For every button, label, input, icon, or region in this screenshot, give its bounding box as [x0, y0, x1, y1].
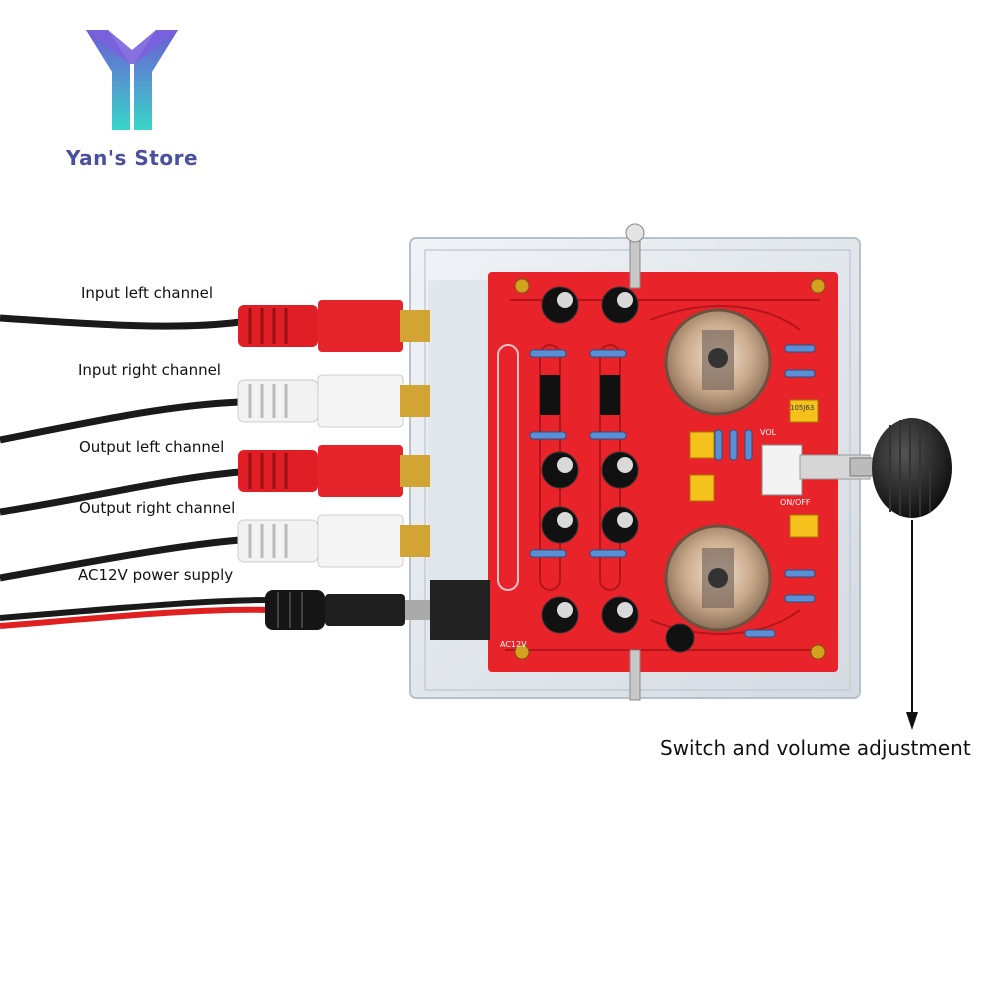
capacitors: [540, 286, 695, 653]
rca-plug-output-right: [237, 514, 430, 568]
volume-potentiometer: [761, 444, 803, 496]
on-off-marking: ON/OFF: [780, 498, 811, 507]
capacitor-code: 105J63: [790, 404, 815, 412]
rca-plug-output-left: [238, 445, 430, 497]
vol-marking: VOL: [760, 428, 777, 437]
label-input-right-channel: Input right channel: [78, 361, 221, 379]
rca-plug-input-right: [237, 374, 430, 428]
label-output-left-channel: Output left channel: [79, 438, 225, 456]
rca-plug-input-left: [238, 300, 430, 352]
vacuum-tube-top: [664, 308, 772, 416]
label-input-left-channel: Input left channel: [81, 284, 214, 302]
dc-power-plug: [265, 590, 430, 630]
acrylic-case: [409, 223, 871, 701]
cables: [0, 314, 271, 629]
caption-switch-volume: Switch and volume adjustment: [660, 736, 971, 760]
yans-store-logo-icon: [86, 30, 178, 130]
film-capacitors: [689, 399, 819, 538]
dc-jack: [430, 580, 490, 640]
label-power-supply: AC12V power supply: [78, 566, 234, 584]
arrow-down-icon: [906, 520, 918, 730]
volume-knob: [849, 418, 952, 518]
resistors: [529, 344, 816, 638]
label-output-right-channel: Output right channel: [79, 499, 236, 517]
ac12v-marking: AC12V: [500, 640, 527, 649]
vacuum-tube-bottom: [664, 524, 772, 632]
store-name: Yan's Store: [66, 146, 199, 170]
